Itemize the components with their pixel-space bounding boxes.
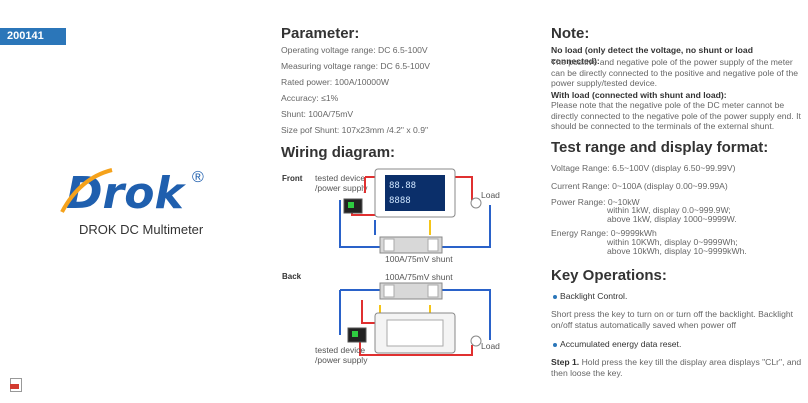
front-shunt bbox=[379, 236, 443, 254]
wiring-heading: Wiring diagram: bbox=[281, 144, 396, 161]
front-wires bbox=[339, 176, 491, 248]
back-label: Back bbox=[282, 272, 302, 281]
logo-text: Drok bbox=[66, 168, 186, 219]
energy-reset-heading: Accumulated energy data reset. bbox=[560, 339, 682, 349]
front-load-label: Load bbox=[481, 190, 500, 200]
product-code-badge: 200141 bbox=[0, 28, 66, 45]
back-load-bulb bbox=[470, 335, 482, 347]
param-operating-voltage: Operating voltage range: DC 6.5-100V bbox=[281, 45, 428, 55]
param-shunt-size: Size pof Shunt: 107x23mm /4.2" x 0.9" bbox=[281, 125, 429, 135]
voltage-range: Voltage Range: 6.5~100V (display 6.50~99… bbox=[551, 163, 736, 173]
back-tested-device: tested device bbox=[315, 345, 365, 355]
current-range: Current Range: 0~100A (display 0.00~99.9… bbox=[551, 181, 728, 191]
logo-swoosh bbox=[60, 168, 113, 213]
registered-mark: ® bbox=[192, 169, 204, 186]
back-shunt bbox=[379, 282, 443, 300]
param-measuring-voltage: Measuring voltage range: DC 6.5-100V bbox=[281, 61, 431, 71]
front-tested-device: tested device bbox=[315, 173, 365, 183]
bullet-icon bbox=[553, 343, 557, 347]
energy-range-high: above 10kWh, display 10~9999kWh. bbox=[607, 246, 747, 256]
front-load-bulb bbox=[470, 197, 482, 209]
front-meter-display bbox=[385, 175, 445, 211]
step-1-label: Step 1. bbox=[551, 357, 580, 367]
backlight-description: Short press the key to turn on or turn o… bbox=[551, 309, 794, 330]
with-load-heading: With load (connected with shunt and load… bbox=[551, 90, 727, 100]
parameter-list: Operating voltage range: DC 6.5-100V Mea… bbox=[281, 44, 531, 140]
param-rated-power: Rated power: 100A/10000W bbox=[281, 77, 389, 87]
energy-range: Energy Range: 0~9999kWh bbox=[551, 228, 657, 238]
backlight-heading: Backlight Control. bbox=[560, 291, 628, 301]
with-load-text: Please note that the negative pole of th… bbox=[551, 100, 801, 131]
wiring-diagram: Front tested device /power supply 88.88 … bbox=[282, 168, 500, 365]
energy-range-low: within 10KWh, display 0~9999Wh; bbox=[607, 237, 738, 247]
back-power-supply: /power supply bbox=[315, 355, 368, 365]
param-shunt: Shunt: 100A/75mV bbox=[281, 109, 354, 119]
front-label: Front bbox=[282, 174, 303, 183]
no-load-text: The positive and negative pole of the po… bbox=[551, 57, 798, 88]
front-shunt-label: 100A/75mV shunt bbox=[385, 254, 453, 264]
drok-logo: Drok ® bbox=[60, 168, 204, 219]
note-heading: Note: bbox=[551, 25, 590, 42]
param-accuracy: Accuracy: ≤1% bbox=[281, 93, 339, 103]
parameter-heading: Parameter: bbox=[281, 25, 360, 42]
back-load-label: Load bbox=[481, 341, 500, 351]
pdf-icon bbox=[10, 378, 22, 392]
power-range-high: above 1kW, display 1000~9999W. bbox=[607, 214, 737, 224]
key-operations-heading: Key Operations: bbox=[551, 267, 667, 284]
step-1-body: Hold press the key till the display area… bbox=[551, 357, 802, 378]
test-range-heading: Test range and display format: bbox=[551, 139, 769, 156]
bullet-icon bbox=[553, 295, 557, 299]
svg-text:88.88: 88.88 bbox=[389, 181, 416, 191]
front-power-supply: /power supply bbox=[315, 183, 368, 193]
svg-text:8888: 8888 bbox=[389, 196, 411, 206]
product-name: DROK DC Multimeter bbox=[79, 222, 204, 237]
no-load-heading: No load (only detect the voltage, no shu… bbox=[551, 45, 753, 66]
back-shunt-label: 100A/75mV shunt bbox=[385, 272, 453, 282]
power-range: Power Range: 0~10kW bbox=[551, 197, 640, 207]
step-1-text: Step 1. Hold press the key till the disp… bbox=[551, 357, 806, 378]
power-range-low: within 1kW, display 0.0~999.9W; bbox=[607, 205, 731, 215]
